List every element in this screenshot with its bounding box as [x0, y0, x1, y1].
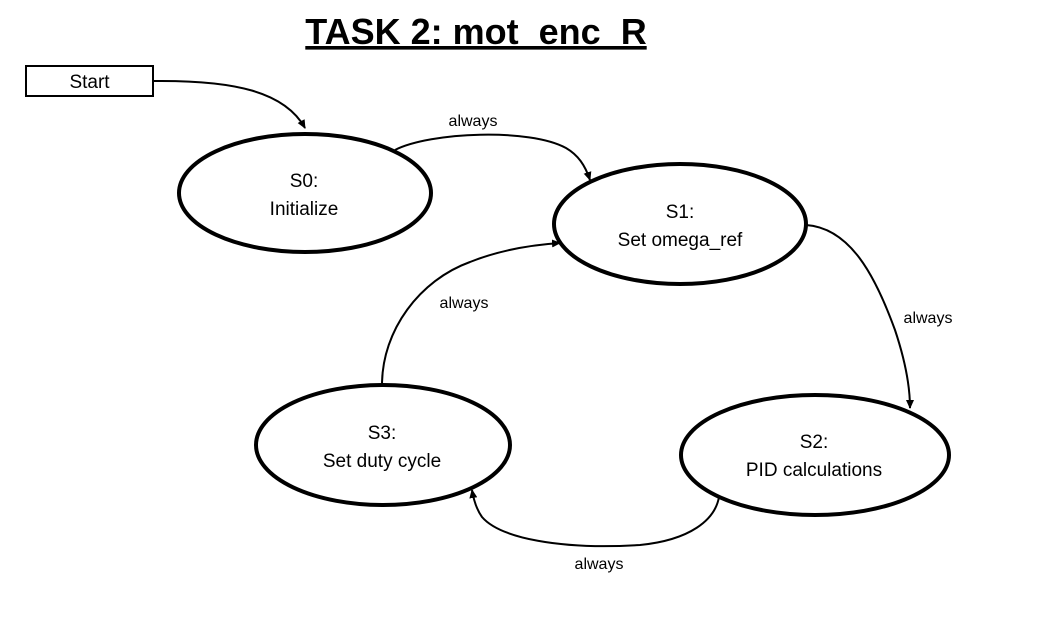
start-box: [25, 65, 154, 97]
start-label: Start: [69, 72, 110, 93]
state-s2-ellipse: [679, 393, 951, 517]
diagram-title: TASK 2: mot_enc_R: [305, 11, 646, 52]
state-s3: S3: Set duty cycle: [254, 383, 512, 507]
s3-to-s1-label: always: [440, 295, 489, 312]
state-s3-ellipse: [254, 383, 512, 507]
state-s1-id: S1:: [666, 202, 695, 223]
start-to-s0-arrow: [152, 79, 306, 129]
state-s0: S0: Initialize: [177, 132, 433, 254]
state-s3-name: Set duty cycle: [323, 451, 441, 472]
state-s2-name: PID calculations: [746, 460, 882, 481]
s2-to-s3-arrow: [469, 489, 720, 548]
state-s1-ellipse: [552, 162, 808, 286]
state-s2-id: S2:: [800, 432, 829, 453]
state-s0-id: S0:: [290, 171, 319, 192]
state-s3-id: S3:: [368, 423, 397, 444]
s0-to-s1-label: always: [449, 113, 498, 130]
s1-to-s2-label: always: [904, 310, 953, 327]
state-s1-name: Set omega_ref: [618, 230, 743, 251]
state-s2: S2: PID calculations: [679, 393, 951, 517]
s1-to-s2-arrow: [805, 224, 914, 409]
state-s0-name: Initialize: [270, 199, 339, 220]
state-s1: S1: Set omega_ref: [552, 162, 808, 286]
state-s0-ellipse: [177, 132, 433, 254]
s2-to-s3-label: always: [575, 556, 624, 573]
s3-to-s1-arrow: [381, 239, 561, 386]
start-node: Start: [25, 65, 154, 97]
s0-to-s1-arrow: [394, 133, 592, 181]
